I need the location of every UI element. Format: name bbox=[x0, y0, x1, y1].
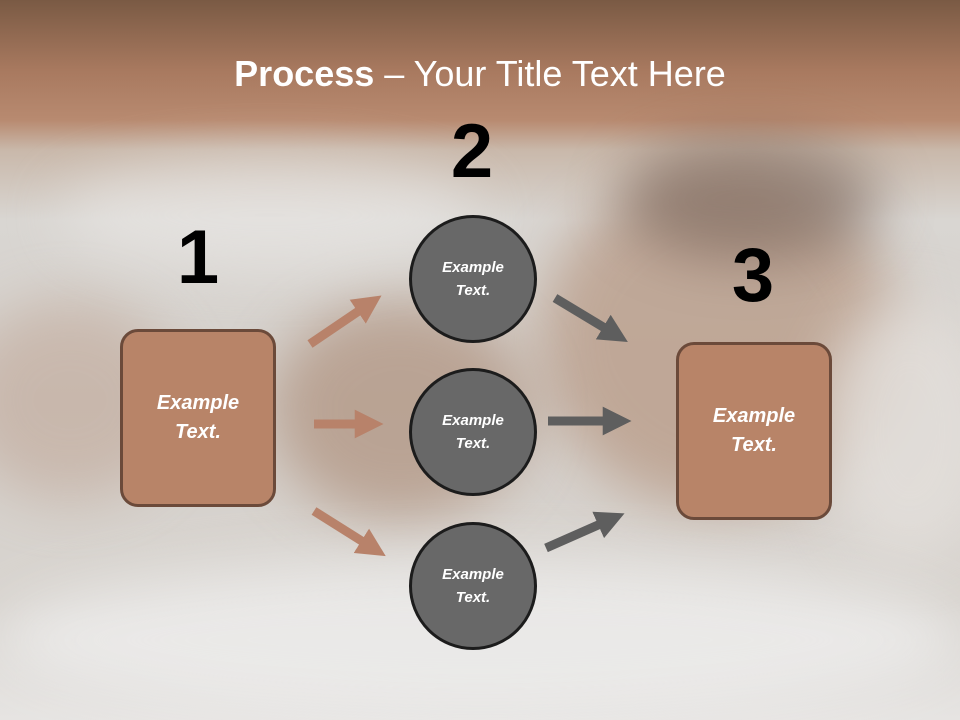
step-3-text: Example Text. bbox=[712, 405, 796, 456]
step-2-circle-top: Example Text. bbox=[409, 215, 537, 343]
step-number-2: 2 bbox=[450, 109, 494, 194]
circle-text: Example Text. bbox=[442, 566, 504, 606]
step-number-3: 3 bbox=[731, 233, 775, 318]
slide-title: Process – Your Title Text Here bbox=[0, 52, 960, 96]
step-number-1: 1 bbox=[176, 215, 220, 300]
arrow-to-circle-bottom bbox=[311, 507, 386, 557]
bg-blur bbox=[820, 300, 960, 560]
bg-blur bbox=[620, 140, 880, 260]
arrow-to-circle-top bbox=[307, 295, 382, 348]
step-2-circle-bottom: Example Text. bbox=[409, 522, 537, 650]
bg-blur bbox=[60, 160, 480, 270]
step-1-text: Example Text. bbox=[156, 392, 240, 443]
step-3-box: Example Text. bbox=[676, 342, 832, 520]
arrow-from-circle-bottom bbox=[544, 511, 625, 553]
step-2-circle-middle: Example Text. bbox=[409, 368, 537, 496]
circle-text: Example Text. bbox=[442, 259, 504, 299]
arrow-from-circle-top bbox=[552, 294, 628, 342]
title-bold: Process bbox=[234, 53, 375, 94]
circle-text: Example Text. bbox=[442, 412, 504, 452]
step-1-box: Example Text. bbox=[120, 329, 276, 507]
title-rest: – Your Title Text Here bbox=[374, 53, 726, 94]
